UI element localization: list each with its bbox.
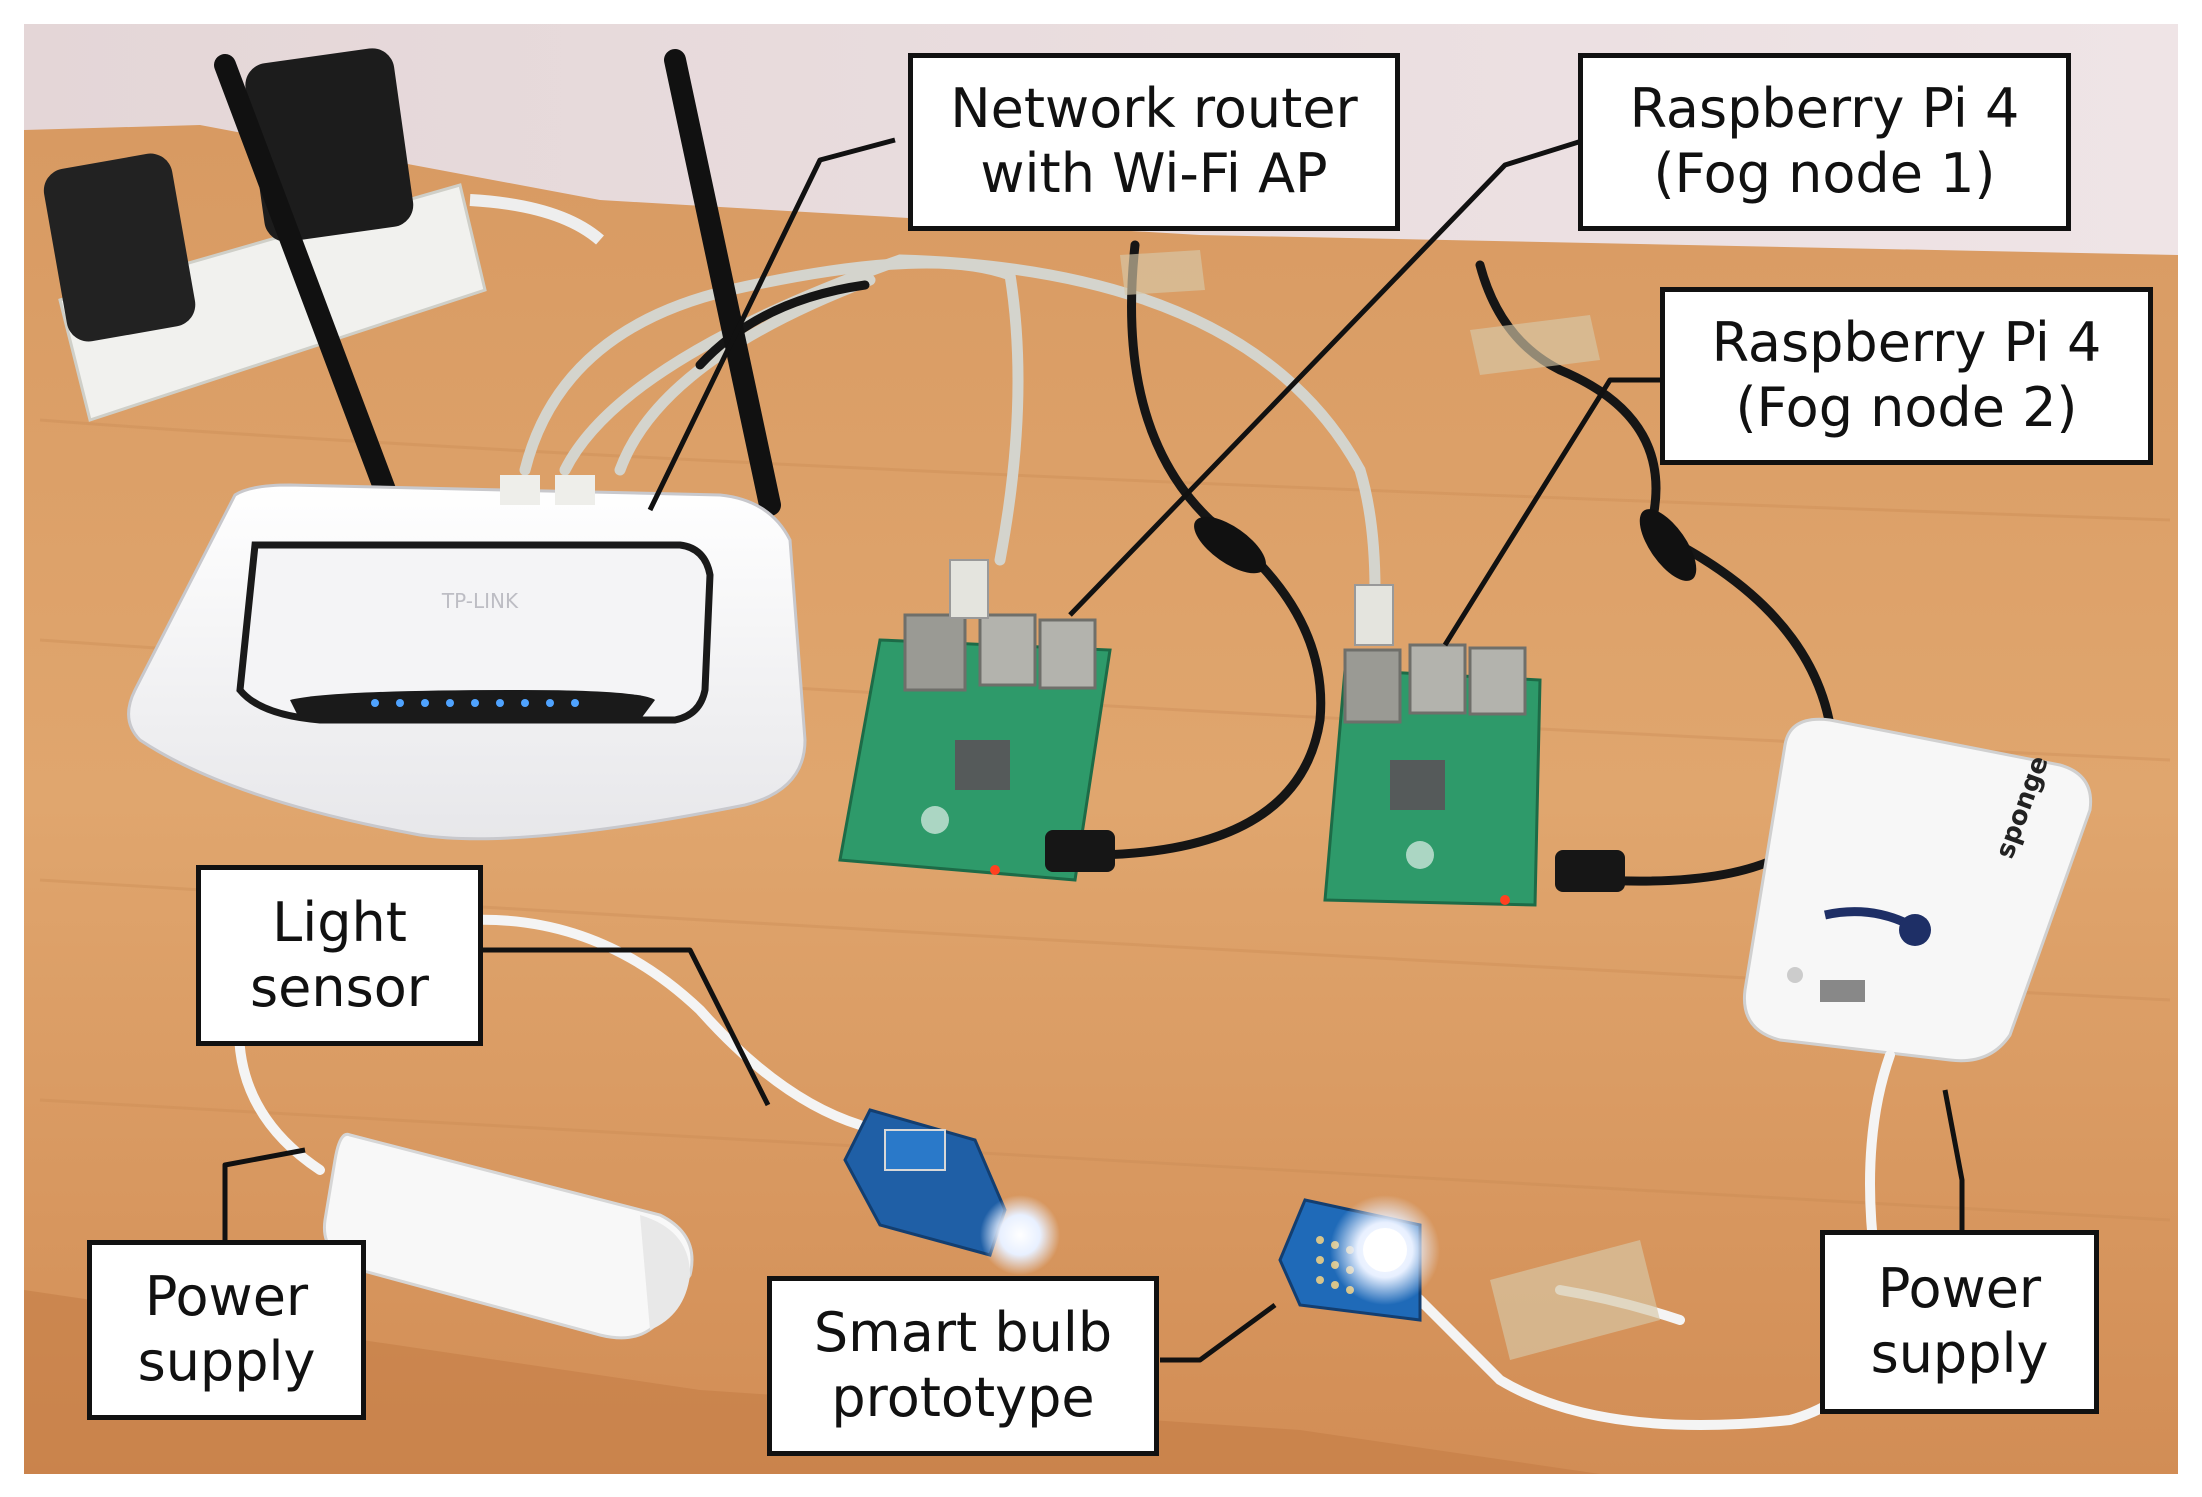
callout-raspberry-pi-2-line1: Raspberry Pi 4: [1711, 311, 2102, 375]
smart-bulb-board: [1278, 1195, 1440, 1322]
callout-network-router-line1: Network router: [950, 77, 1358, 141]
leader-pi2: [1442, 377, 1660, 647]
light-sensor-board: [843, 1108, 1060, 1275]
callout-network-router-line2: with Wi-Fi AP: [980, 142, 1328, 205]
cable-switch-1: [1194, 516, 1266, 574]
callout-power-supply-right: Power supply: [1820, 1230, 2099, 1414]
callout-network-router: Network router with Wi-Fi AP: [908, 53, 1400, 231]
power-bank-left: [322, 1132, 694, 1340]
callout-power-supply-left: Power supply: [87, 1240, 366, 1420]
callout-power-supply-left-line2: supply: [137, 1330, 316, 1393]
callout-smart-bulb: Smart bulb prototype: [767, 1276, 1159, 1456]
wooden-table: [24, 125, 2178, 1474]
leader-pi1: [1068, 137, 1586, 617]
leader-router: [647, 137, 896, 512]
leader-light-sensor: [482, 947, 771, 1107]
router-brand: TP-LINK: [441, 589, 519, 613]
tape-pieces: [1120, 250, 1660, 1360]
raspberry-pi-1: [838, 559, 1115, 882]
callout-raspberry-pi-2-line2: (Fog node 2): [1735, 376, 2078, 439]
callout-light-sensor-line2: sensor: [250, 955, 429, 1019]
callout-raspberry-pi-2: Raspberry Pi 4 (Fog node 2): [1660, 287, 2153, 465]
callout-raspberry-pi-1-line1: Raspberry Pi 4: [1629, 77, 2020, 141]
wifi-router: TP-LINK: [127, 49, 807, 841]
callout-light-sensor: Light sensor: [196, 865, 483, 1046]
table-edge: [24, 1290, 1600, 1474]
power-bank-right: sponge: [1742, 717, 2093, 1063]
callout-light-sensor-line1: Light: [272, 890, 407, 954]
callout-leader-lines: [222, 137, 1965, 1363]
callout-power-supply-left-line1: Power: [144, 1265, 309, 1329]
power-strip: [43, 48, 604, 422]
router-antenna-right: [664, 49, 781, 516]
leader-power-left: [222, 1147, 306, 1240]
callout-raspberry-pi-1: Raspberry Pi 4 (Fog node 1): [1578, 53, 2071, 231]
callout-smart-bulb-line2: prototype: [831, 1366, 1095, 1429]
raspberry-pi-2: [1323, 584, 1625, 907]
callout-power-supply-right-line2: supply: [1870, 1322, 2049, 1385]
leader-power-right: [1942, 1089, 1965, 1230]
router-leds: [371, 699, 579, 707]
callout-power-supply-right-line1: Power: [1877, 1257, 2042, 1321]
router-antenna-left: [214, 54, 396, 501]
cable-switch-2: [1639, 509, 1697, 581]
leader-smart-bulb: [1160, 1302, 1277, 1363]
callout-raspberry-pi-1-line2: (Fog node 1): [1653, 142, 1996, 205]
callout-smart-bulb-line1: Smart bulb: [813, 1301, 1113, 1365]
